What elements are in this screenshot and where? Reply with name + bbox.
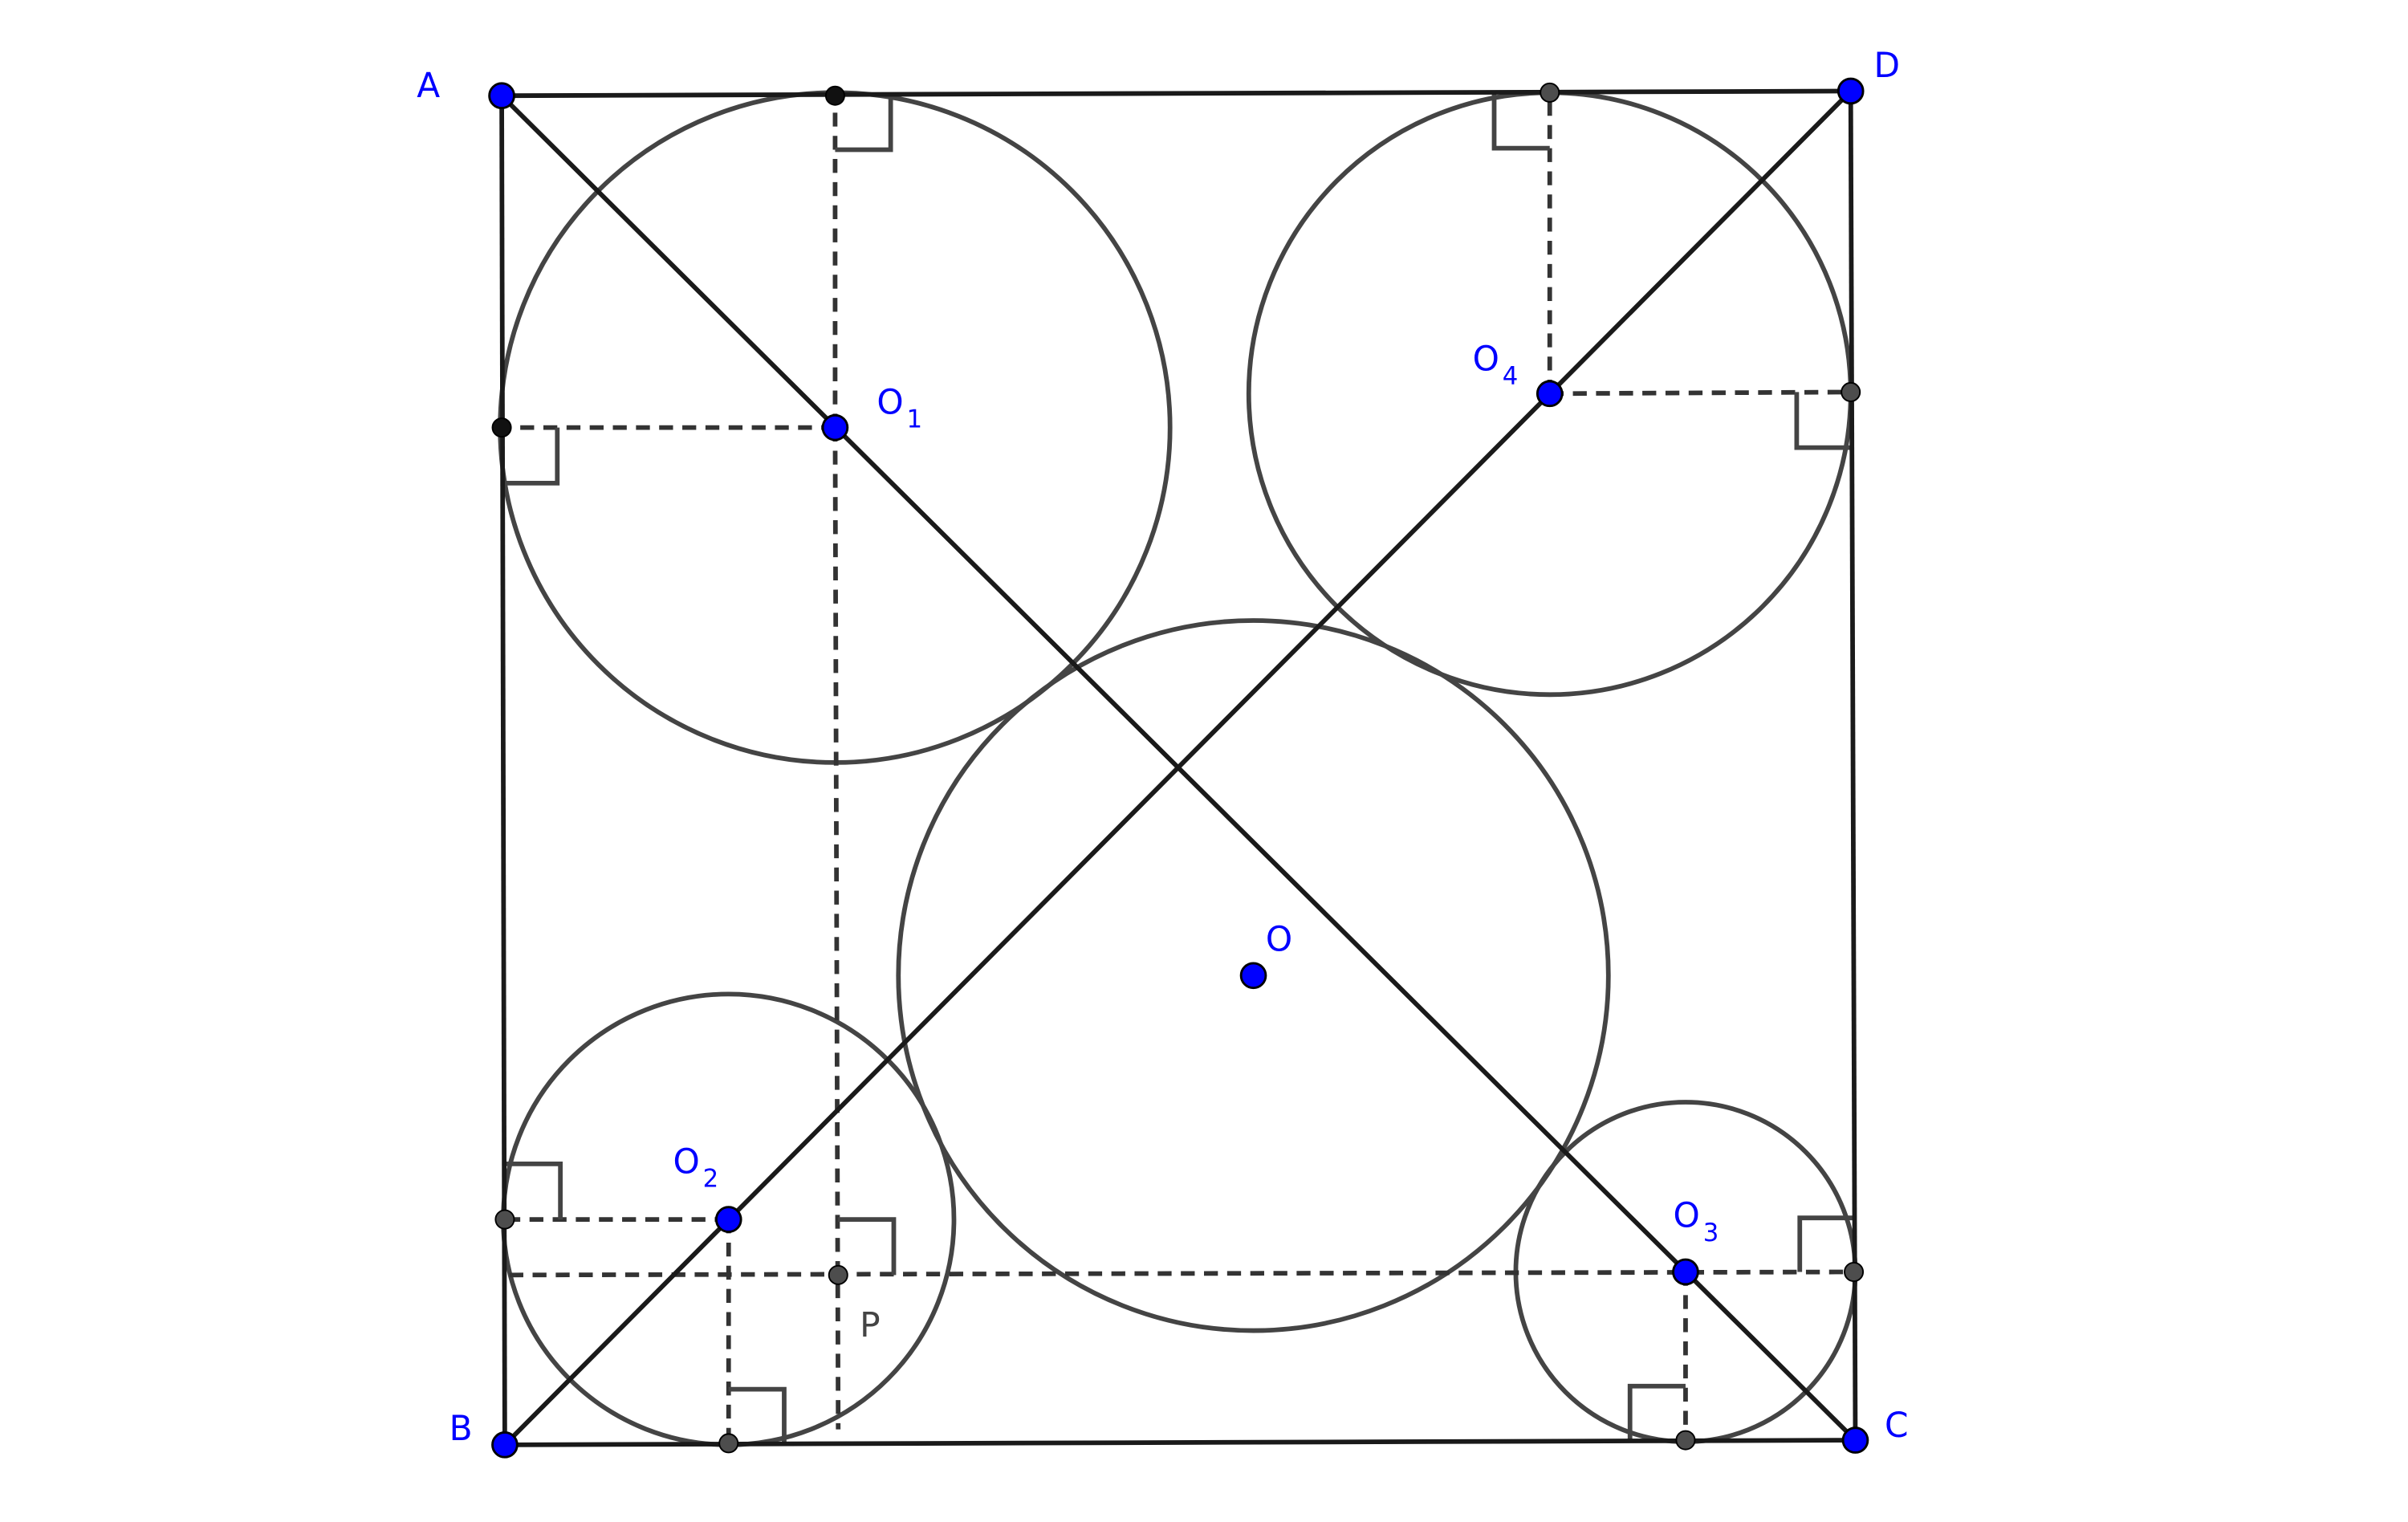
label-C: C: [1885, 1406, 1909, 1445]
tangent-point-8: [1675, 1430, 1696, 1451]
label-B: B: [449, 1409, 473, 1448]
tangent-point-4: [1841, 381, 1861, 402]
side-BA: [499, 96, 507, 1445]
dashed-O4-right: [1549, 389, 1851, 397]
diagonal-BD: [502, 89, 1853, 1447]
tangent-point-2: [491, 417, 512, 438]
side-AD: [502, 88, 1851, 99]
tangent-point-6: [718, 1433, 739, 1454]
side-DC: [1848, 91, 1858, 1441]
label-D: D: [1874, 46, 1901, 85]
dashed-horizontal-P-O3: [509, 1269, 1854, 1278]
label-P: P: [860, 1305, 881, 1345]
right-angle-mark-2: [502, 427, 560, 486]
side-CB: [504, 1438, 1856, 1447]
dashed-O1-vertical: [832, 427, 841, 1430]
circle-O: [896, 618, 1611, 1333]
tangent-point-5: [494, 1209, 515, 1230]
point-A: [488, 82, 515, 110]
point-O1: [821, 413, 849, 442]
label-A: A: [417, 66, 440, 105]
point-B: [491, 1431, 519, 1459]
right-angle-mark-7: [838, 1217, 897, 1276]
right-angle-mark-1: [835, 96, 893, 153]
right-angle-mark-3: [1491, 92, 1550, 151]
point-O: [1239, 962, 1267, 990]
point-O4: [1536, 380, 1564, 408]
point-D: [1837, 77, 1865, 105]
tangent-point-1: [824, 85, 845, 106]
label-O: O: [1266, 920, 1292, 959]
tangent-point-9: [828, 1264, 848, 1285]
point-O2: [714, 1206, 742, 1233]
tangent-point-7: [1844, 1261, 1865, 1282]
right-angle-mark-4: [1794, 392, 1851, 450]
right-angle-mark-9: [1627, 1383, 1686, 1441]
point-O3: [1672, 1258, 1699, 1286]
point-C: [1841, 1426, 1869, 1454]
right-angle-mark-5: [504, 1161, 563, 1220]
tangent-point-3: [1540, 82, 1560, 103]
right-angle-mark-6: [728, 1386, 787, 1443]
right-angle-mark-8: [1797, 1215, 1854, 1272]
